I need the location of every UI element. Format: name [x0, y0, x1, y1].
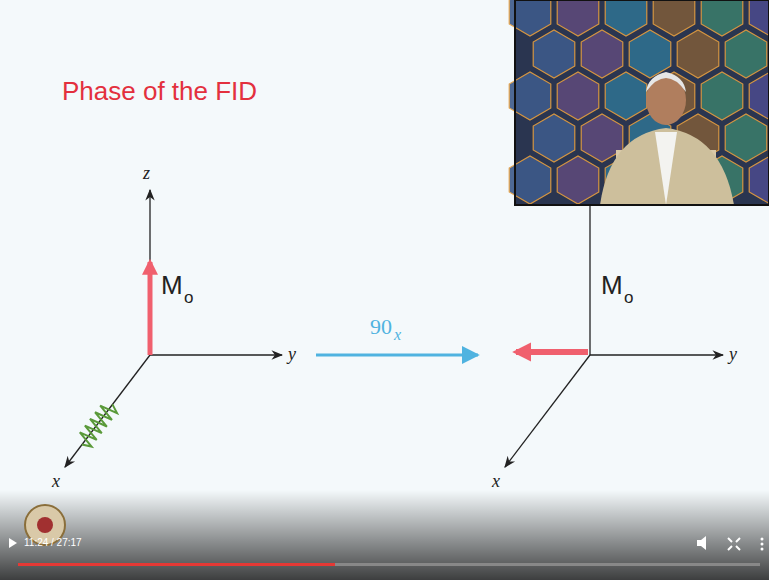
- video-inset: [509, 0, 769, 205]
- axis-label: x: [492, 472, 500, 490]
- slide-title: Phase of the FID: [62, 78, 257, 104]
- axis-label: y: [729, 345, 737, 363]
- axis-label: z: [143, 164, 150, 182]
- axes-right: [505, 205, 723, 467]
- vector-label: M: [161, 272, 183, 298]
- axis-label: x: [52, 472, 60, 490]
- magnetization-arrow: [516, 349, 588, 355]
- pulse-label: 90: [370, 316, 392, 338]
- rf-coil: [80, 404, 117, 446]
- axis-label: y: [288, 345, 296, 363]
- player-bar: [0, 490, 769, 580]
- vector-subscript: o: [624, 289, 633, 306]
- axes-left: [65, 190, 282, 467]
- vector-subscript: o: [184, 289, 193, 306]
- pulse-arrow: [316, 354, 478, 357]
- pulse-subscript: x: [394, 327, 401, 343]
- vector-label: M: [601, 272, 623, 298]
- video-time: 11:24 / 27:17: [24, 538, 82, 548]
- magnetization-arrow: [148, 262, 153, 355]
